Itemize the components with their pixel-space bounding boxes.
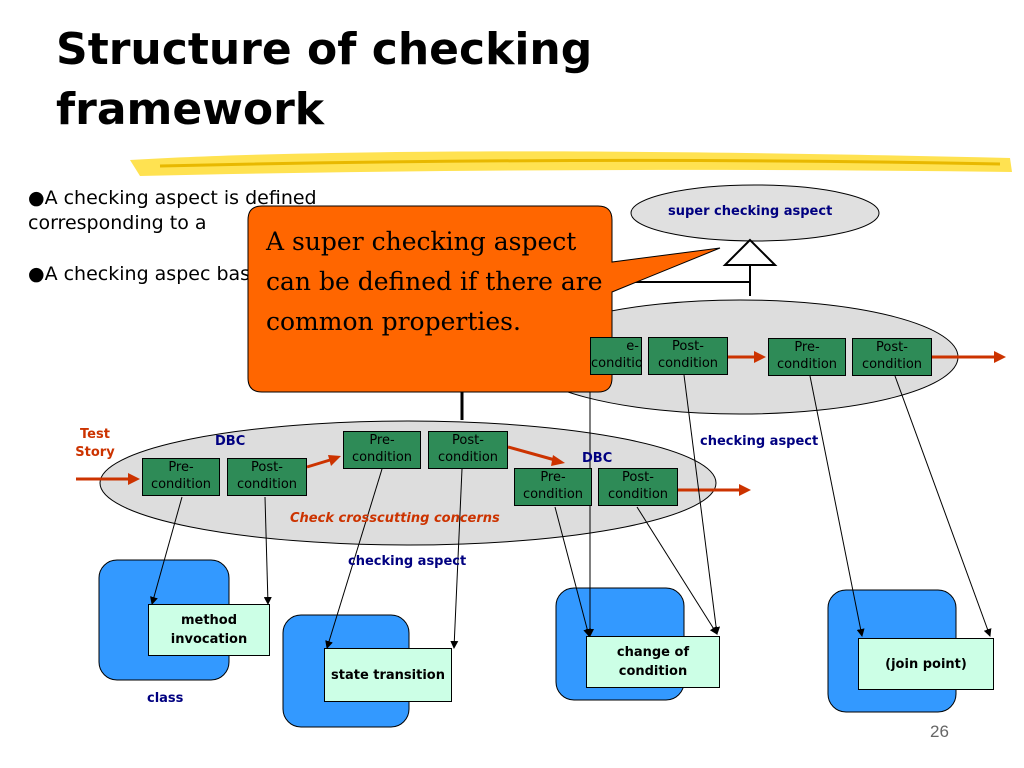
lower-aspect-ellipse xyxy=(99,420,717,546)
post-condition-box: Post-condition xyxy=(852,338,932,376)
post-condition-box: Post-condition xyxy=(598,468,678,506)
post-condition-box: Post-condition xyxy=(648,337,728,375)
page-number: 26 xyxy=(930,722,949,741)
pre-condition-box: Pre-condition xyxy=(142,458,220,496)
title-line-2: framework xyxy=(56,84,325,135)
super-aspect-ellipse xyxy=(630,184,880,242)
change-of-condition-box: change of condition xyxy=(586,636,720,688)
pre-condition-box: Pre-condition xyxy=(343,431,421,469)
bullet-1: ●A checking aspect is defined correspond… xyxy=(28,187,317,234)
dbc-label-left: DBC xyxy=(215,434,246,449)
check-to-joinpoint-arrows xyxy=(150,374,992,649)
slide-title: Structure of checking framework xyxy=(56,20,856,140)
class-label: class xyxy=(147,691,184,706)
post-condition-box: Post-condition xyxy=(428,431,508,469)
pre-condition-box: Pre-condition xyxy=(768,338,846,376)
red-flow-arrows xyxy=(76,351,1006,496)
state-transition-box: state transition xyxy=(324,648,452,702)
title-line-1: Structure of checking xyxy=(56,24,593,75)
inheritance-triangle xyxy=(722,238,778,266)
pre-condition-box-partial: e-condition xyxy=(590,337,642,375)
join-point-box: (join point) xyxy=(858,638,994,690)
test-story-label: Test Story xyxy=(75,427,115,460)
pre-condition-box: Pre-condition xyxy=(514,468,592,506)
method-invocation-box: method invocation xyxy=(148,604,270,656)
checking-aspect-label-lower: checking aspect xyxy=(348,554,467,569)
super-aspect-label: super checking aspect xyxy=(668,204,833,219)
dbc-label-right: DBC xyxy=(582,451,613,466)
crosscutting-label: Check crosscutting concerns xyxy=(290,511,500,526)
checking-aspect-label-upper: checking aspect xyxy=(700,434,819,449)
post-condition-box: Post-condition xyxy=(227,458,307,496)
callout-text: A super checking aspect can be defined i… xyxy=(266,227,603,336)
